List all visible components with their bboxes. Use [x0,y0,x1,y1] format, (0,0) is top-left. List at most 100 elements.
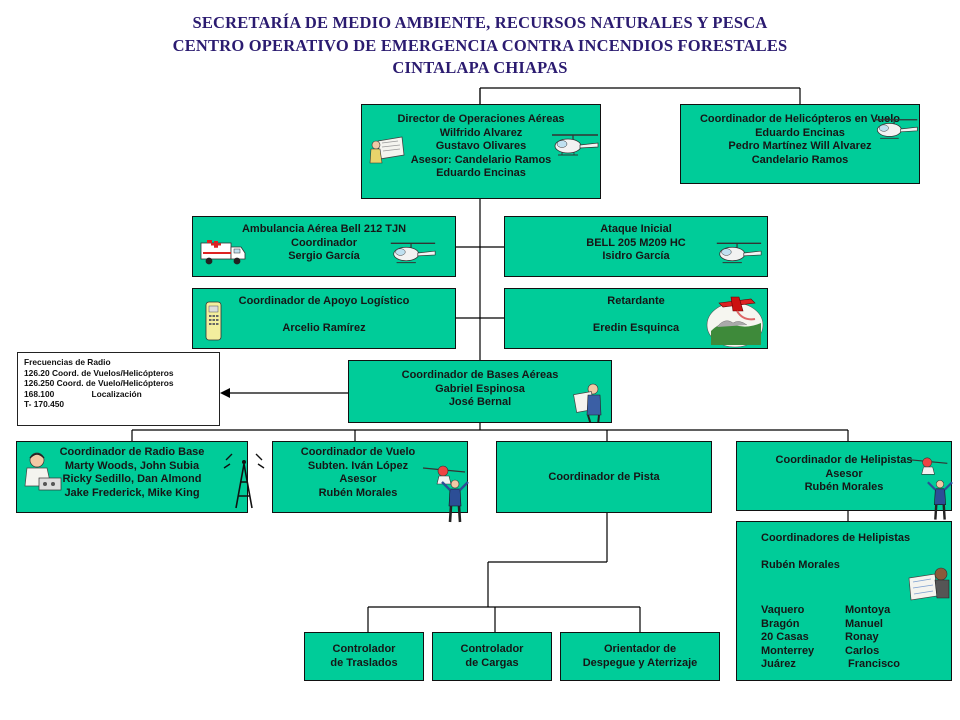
marshaller-icon [441,479,469,523]
box-radio-base: Coordinador de Radio Base Marty Woods, J… [16,441,248,513]
title-line-2: CENTRO OPERATIVO DE EMERGENCIA CONTRA IN… [172,36,788,55]
roster-row: Juárez Francisco [761,658,900,672]
vuelo-name-1: Subten. Iván López [307,459,409,472]
helicopteros-name-3: Candelario Ramos [751,153,849,166]
orientador-line-1: Orientador de [603,643,677,655]
radio-tower-icon [223,453,265,509]
helicopter-icon [874,119,918,139]
helicopter-icon [552,134,599,156]
cargas-line-2: de Cargas [465,656,519,669]
roster-left: 20 Casas [761,631,809,643]
apoyo-name: Arcelio Ramírez [282,322,366,334]
map-reader-icon [573,383,602,422]
roster-left: Bragón [761,617,800,630]
radio-operator-icon [24,452,62,491]
retardante-title: Retardante [607,295,665,307]
roster-left: Monterrey [761,644,815,657]
map-reader-icon [908,567,950,601]
box-apoyo-logistico: Coordinador de Apoyo Logístico Arcelio R… [192,288,456,349]
helipistas-name: Rubén Morales [804,481,884,493]
coord-helipistas-spacer [761,546,951,560]
helicopter-icon [390,242,436,264]
roster-left: Juárez [761,658,796,670]
helicopter-icon [908,457,948,475]
title-line-3: CINTALAPA CHIAPAS [392,58,568,77]
apoyo-spacer [193,309,455,323]
ataque-aircraft: BELL 205 M209 HC [586,236,686,249]
radio-names-2: Ricky Sedillo, Dan Almond [62,473,202,485]
bases-name-1: Gabriel Espinosa [435,382,525,395]
pista-title: Coordinador de Pista [548,471,660,483]
bases-name-2: José Bernal [448,396,512,408]
box-frecuencias-radio: Frecuencias de Radio 126.20 Coord. de Vu… [17,352,220,426]
title-line-1: SECRETARÍA DE MEDIO AMBIENTE, RECURSOS N… [192,13,768,32]
frecuencia-3: 168.100 Localización [24,388,142,399]
map-reader-icon [369,136,405,164]
director-advisor: Asesor: Candelario Ramos [410,153,552,166]
roster-right: Montoya [845,604,891,616]
box-coordinador-helipistas: Coordinador de Helipistas Asesor Rubén M… [736,441,952,511]
vuelo-name-2: Rubén Morales [318,486,398,499]
ambulancia-role: Coordinador [291,236,357,249]
traslados-line-1: Controlador [332,643,396,655]
box-coordinador-pista: Coordinador de Pista [496,441,712,513]
helipistas-roster: Vaquero Montoya Bragón Manuel 20 Casas Rona… [761,604,900,672]
roster-right: Francisco [845,658,901,670]
box-coordinador-vuelo: Coordinador de Vuelo Subten. Iván López … [272,441,468,513]
box-ataque-inicial: Ataque Inicial BELL 205 M209 HC Isidro G… [504,216,768,277]
ambulancia-title: Ambulancia Aérea Bell 212 TJN [241,223,407,235]
radio-names-3: Jake Frederick, Mike King [64,486,200,499]
roster-row: 20 Casas Ronay [761,631,900,645]
helicopteros-title: Coordinador de Helicópteros en Vuelo [699,113,901,125]
roster-row: Monterrey Carlos [761,645,900,659]
frecuencia-4: T- 170.450 [24,399,65,409]
roster-right: Manuel [845,617,883,630]
roster-right: Carlos [845,644,880,657]
helicopteros-name-2: Pedro Martínez Will Alvarez [728,140,872,152]
ataque-title: Ataque Inicial [600,223,672,235]
bases-title: Coordinador de Bases Aéreas [401,369,559,381]
helicopteros-name-1: Eduardo Encinas [755,126,845,139]
cargas-line-1: Controlador [460,643,524,655]
roster-row: Bragón Manuel [761,618,900,632]
frecuencia-1: 126.20 Coord. de Vuelos/Helicópteros [24,367,174,378]
director-title: Director de Operaciones Aéreas [397,113,565,125]
box-bases-aereas: Coordinador de Bases Aéreas Gabriel Espi… [348,360,612,423]
phone-icon [205,301,222,341]
box-coordinador-helicopteros: Coordinador de Helicópteros en Vuelo Edu… [680,104,920,184]
radio-names-1: Marty Woods, John Subia [64,459,200,472]
traslados-line-2: de Traslados [330,656,398,669]
box-retardante: Retardante Eredin Esquinca [504,288,768,349]
frecuencia-2: 126.250 Coord. de Vuelo/Helicópteros [24,378,174,388]
apoyo-title: Coordinador de Apoyo Logístico [238,295,410,307]
roster-left: Vaquero [761,604,805,616]
ambulance-icon [200,240,246,265]
box-coordinadores-helipistas: Coordinadores de Helipistas Rubén Morale… [736,521,952,681]
retardante-name: Eredin Esquinca [592,322,680,334]
box-director-operaciones: Director de Operaciones Aéreas Wilfrido … [361,104,601,199]
box-orientador-despegue: Orientador de Despegue y Aterrizaje [560,632,720,681]
helipistas-role: Asesor [825,467,863,480]
ataque-name: Isidro García [602,250,670,262]
director-name-2: Gustavo Olivares [435,140,527,152]
coord-helipistas-name: Rubén Morales [761,559,840,571]
vuelo-role: Asesor [339,473,377,485]
radio-title: Coordinador de Radio Base [59,446,205,458]
helicopter-icon [422,465,466,485]
coord-helipistas-title: Coordinadores de Helipistas [761,532,911,544]
box-controlador-cargas: Controlador de Cargas [432,632,552,681]
director-name-1: Wilfrido Alvarez [439,126,523,139]
roster-right: Ronay [845,631,879,643]
plane-drop-icon [706,296,764,348]
box-ambulancia-aerea: Ambulancia Aérea Bell 212 TJN Coordinado… [192,216,456,277]
frecuencias-title: Frecuencias de Radio [24,357,111,367]
helicopter-icon [716,242,762,264]
vuelo-title: Coordinador de Vuelo [300,446,416,458]
box-controlador-traslados: Controlador de Traslados [304,632,424,681]
roster-row: Vaquero Montoya [761,604,900,618]
ambulancia-name: Sergio García [288,250,360,262]
marshaller-icon [927,480,953,520]
orientador-line-2: Despegue y Aterrizaje [582,656,698,669]
helipistas-title: Coordinador de Helipistas [775,454,913,466]
director-name-3: Eduardo Encinas [436,167,526,179]
